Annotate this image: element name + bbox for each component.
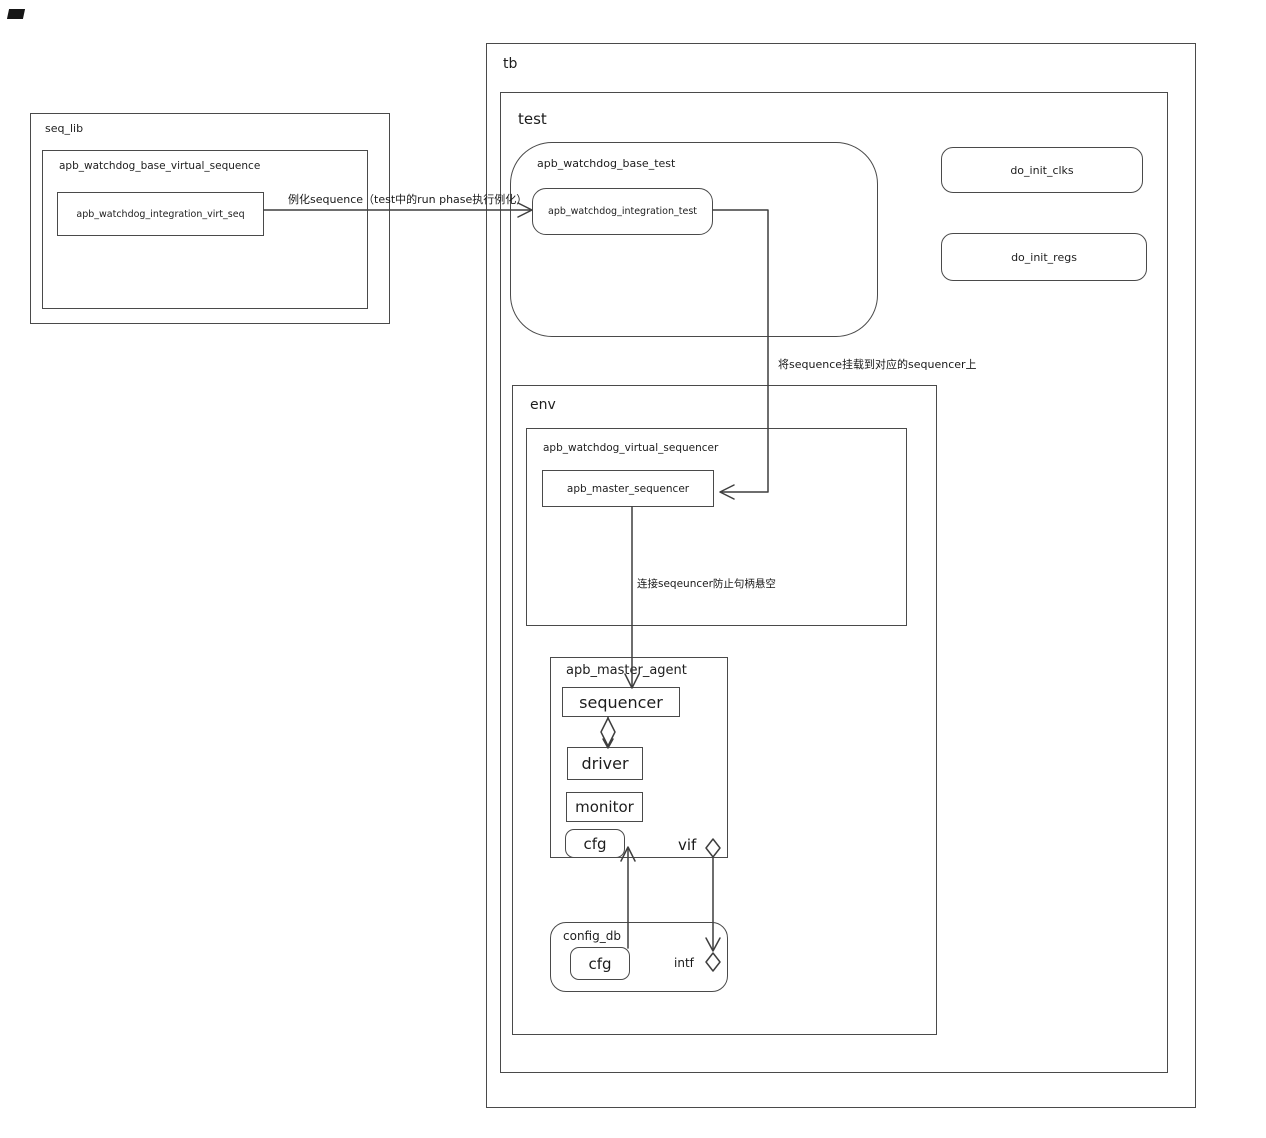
connector-sequencer-link-arrow[interactable] (624, 506, 640, 689)
integration-virt-seq-box[interactable]: apb_watchdog_integration_virt_seq (57, 192, 264, 236)
agent-title: apb_master_agent (566, 663, 687, 678)
tb-box[interactable]: tb (486, 43, 1196, 1108)
connector-sequencer-driver-diamond[interactable] (600, 716, 616, 749)
seq-lib-box[interactable]: seq_lib (30, 113, 390, 324)
agent-driver-label: driver (581, 754, 629, 773)
env-title: env (530, 397, 556, 413)
tb-title: tb (503, 56, 518, 72)
base-virtual-sequence-title: apb_watchdog_base_virtual_sequence (59, 160, 261, 172)
agent-cfg-label: cfg (583, 834, 607, 853)
agent-monitor-label: monitor (575, 798, 634, 816)
connector-vif-intf-arrow[interactable] (705, 838, 721, 972)
vif-diamond-icon (705, 838, 721, 858)
master-sequencer-label: apb_master_sequencer (566, 482, 690, 495)
connector-mount-arrow[interactable] (712, 209, 769, 500)
env-box[interactable]: env (512, 385, 937, 1035)
agent-vif-label: vif (678, 836, 697, 854)
connector-instantiate-arrow[interactable] (263, 202, 533, 218)
agent-sequencer-box[interactable]: sequencer (562, 687, 680, 717)
do-init-regs-label: do_init_regs (1011, 250, 1077, 264)
base-test-title: apb_watchdog_base_test (537, 157, 676, 170)
config-db-cfg-label: cfg (588, 954, 612, 973)
do-init-clks-label: do_init_clks (1010, 163, 1074, 177)
config-db-intf-label: intf (674, 956, 694, 970)
virtual-sequencer-box[interactable]: apb_watchdog_virtual_sequencer (526, 428, 907, 626)
annotation-connect-sequencer[interactable]: 连接seqeuncer防止句柄悬空 (637, 578, 776, 590)
seq-lib-title: seq_lib (45, 122, 84, 135)
annotation-instantiate-sequence[interactable]: 例化sequence（test中的run phase执行例化） (288, 193, 528, 206)
corner-mark (6, 9, 26, 19)
test-box[interactable]: test (500, 92, 1168, 1073)
master-sequencer-box[interactable]: apb_master_sequencer (542, 470, 714, 507)
base-test-box[interactable]: apb_watchdog_base_test (510, 142, 878, 337)
virtual-sequencer-title: apb_watchdog_virtual_sequencer (543, 442, 719, 454)
test-title: test (518, 110, 547, 128)
base-virtual-sequence-box[interactable]: apb_watchdog_base_virtual_sequence (42, 150, 368, 309)
agent-driver-box[interactable]: driver (567, 747, 643, 780)
annotation-mount-sequence[interactable]: 将sequence挂载到对应的sequencer上 (778, 358, 977, 371)
integration-virt-seq-label: apb_watchdog_integration_virt_seq (76, 208, 245, 220)
config-db-title: config_db (563, 929, 621, 943)
do-init-regs-box[interactable]: do_init_regs (941, 233, 1147, 281)
integration-test-label: apb_watchdog_integration_test (548, 206, 697, 217)
config-db-cfg-box[interactable]: cfg (570, 947, 630, 980)
integration-test-box[interactable]: apb_watchdog_integration_test (532, 188, 713, 235)
agent-box[interactable]: apb_master_agent (550, 657, 728, 858)
connector-cfg-get-arrow[interactable] (620, 846, 636, 949)
agent-sequencer-label: sequencer (579, 692, 663, 712)
intf-diamond-icon (705, 952, 721, 972)
agent-cfg-box[interactable]: cfg (565, 829, 625, 858)
do-init-clks-box[interactable]: do_init_clks (941, 147, 1143, 193)
config-db-box[interactable]: config_db (550, 922, 728, 992)
agent-monitor-box[interactable]: monitor (566, 792, 643, 822)
